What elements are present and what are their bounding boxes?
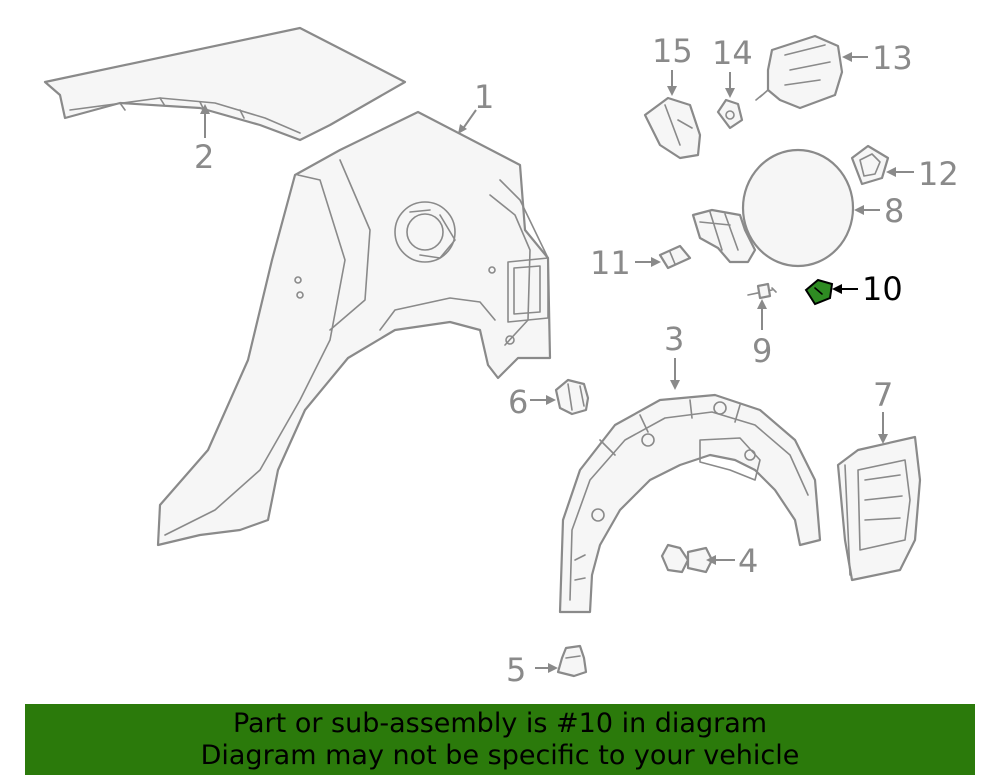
part-2-roof-rail (43, 26, 407, 142)
part-12-socket (850, 144, 890, 186)
part-7-trim-panel (836, 435, 922, 582)
part-15-bracket (643, 96, 702, 160)
part-11-clip (658, 244, 692, 270)
part-5-fastener (556, 644, 588, 678)
callout-3: 3 (664, 320, 684, 358)
part-13-actuator (755, 34, 844, 110)
callout-9: 9 (752, 332, 772, 370)
callout-2: 2 (194, 138, 214, 176)
callout-15: 15 (652, 32, 693, 70)
callout-4: 4 (738, 542, 758, 580)
part-9-bolt (747, 282, 777, 300)
part-8-fuel-door (691, 148, 855, 268)
part-3-fender-liner (558, 393, 822, 614)
callout-1: 1 (474, 78, 494, 116)
callout-13: 13 (872, 39, 913, 77)
info-banner: Part or sub-assembly is #10 in diagram D… (25, 704, 975, 775)
callout-6: 6 (508, 383, 528, 421)
part-6-nut (554, 378, 590, 416)
leader-lines (200, 52, 914, 673)
callout-5: 5 (506, 651, 526, 689)
callout-11: 11 (590, 244, 631, 282)
callout-7: 7 (873, 376, 893, 414)
parts-diagram: 1 2 3 4 5 6 7 8 9 10 11 12 13 14 15 (43, 26, 959, 689)
part-10-highlighted (804, 278, 834, 306)
callouts: 1 2 3 4 5 6 7 8 9 10 11 12 13 14 15 (194, 32, 959, 689)
callout-14: 14 (712, 34, 753, 72)
part-1-quarter-panel (156, 110, 552, 547)
callout-10: 10 (862, 270, 903, 308)
callout-8: 8 (884, 192, 904, 230)
banner-line-2: Diagram may not be specific to your vehi… (200, 740, 800, 771)
banner-line-1: Part or sub-assembly is #10 in diagram (232, 708, 768, 739)
part-14-housing (716, 98, 744, 130)
callout-12: 12 (918, 155, 959, 193)
part-4-push-clip (660, 543, 714, 574)
